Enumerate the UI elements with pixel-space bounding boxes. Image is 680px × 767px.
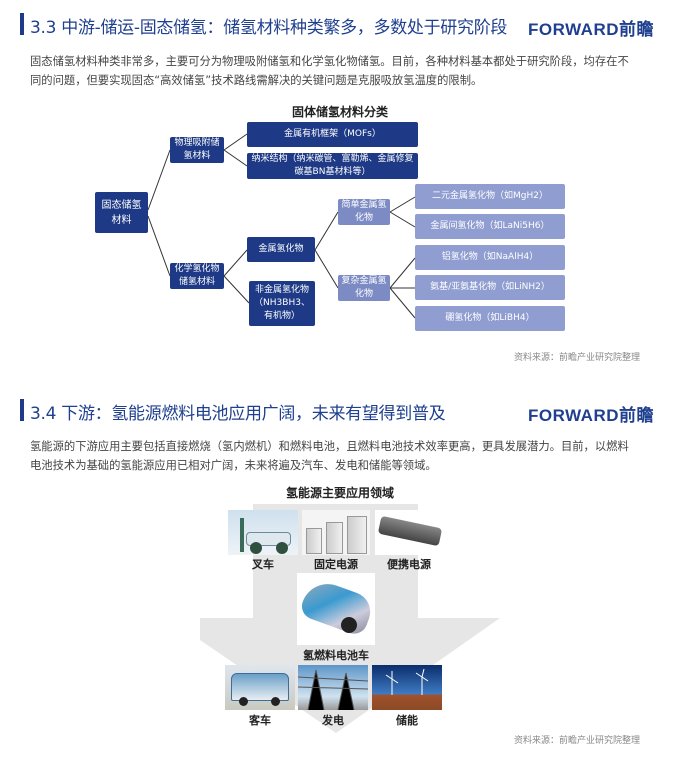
label-fuel-cell-car: 氢燃料电池车 <box>303 649 369 662</box>
tree-connectors <box>147 133 416 319</box>
bus-image <box>225 665 295 710</box>
diagram-title: 固体储氢材料分类 <box>291 105 388 119</box>
node-mofs: 金属有机框架（MOFs） <box>247 122 418 147</box>
paragraph-line: 电池技术为基础的氢能源应用已相对广阔，未来将遍及汽车、发电和储能等领域。 <box>30 459 437 472</box>
source-note: 资料来源：前瞻产业研究院整理 <box>513 353 640 363</box>
node-borohydride: 硼氢化物（如LiBH4） <box>415 306 565 331</box>
node-nonmetal-hydride: 非金属氢化物（NH3BH3、有机物） <box>249 281 315 326</box>
label-portable-power: 便携电源 <box>387 558 431 571</box>
node-nano: 纳米结构（纳米碳管、富勒烯、金属修复碳基BN基材料等） <box>247 153 418 179</box>
node-intermetallic: 金属间氢化物（如LaNi5H6） <box>415 214 565 239</box>
forklift-image <box>228 510 298 555</box>
label-fixed-power: 固定电源 <box>314 558 358 571</box>
section1-paragraph: 固态储氢材料种类非常多，主要可分为物理吸附储氢和化学氢化物储氢。目前，各种材料基… <box>30 52 650 90</box>
paragraph-line: 固态储氢材料种类非常多，主要可分为物理吸附储氢和化学氢化物储氢。目前，各种材料基… <box>30 55 629 68</box>
section2-paragraph: 氢能源的下游应用主要包括直接燃烧（氢内燃机）和燃料电池，且燃料电池技术效率更高，… <box>30 437 650 475</box>
node-metal-hydride: 金属氢化物 <box>247 237 315 262</box>
node-alanate: 铝氢化物（如NaAlH4） <box>415 245 565 270</box>
node-complex-metal: 复杂金属氢化物 <box>338 275 390 301</box>
fixed-power-image <box>302 510 370 555</box>
node-root: 固态储氢材料 <box>95 192 148 233</box>
paragraph-line: 同的问题，但要实现固态“高效储氢”技术路线需解决的关键问题是克服吸放氢温度的限制… <box>30 74 483 87</box>
wind-energy-storage-image <box>372 665 442 710</box>
label-forklift: 叉车 <box>252 558 274 571</box>
diagram-title: 氢能源主要应用领域 <box>285 486 394 500</box>
source-note: 资料来源：前瞻产业研究院整理 <box>513 736 640 746</box>
forward-logo: FORWARD前瞻 <box>528 406 655 425</box>
label-bus: 客车 <box>249 714 271 727</box>
power-generation-image <box>298 665 368 710</box>
section-accent-bar <box>20 13 24 35</box>
fuel-cell-car-image <box>297 573 375 645</box>
portable-power-image <box>375 510 443 555</box>
node-physical: 物理吸附储氢材料 <box>170 137 224 163</box>
label-energy-storage: 储能 <box>396 714 418 727</box>
section1-title: 3.3 中游-储运-固态储氢：储氢材料种类繁多，多数处于研究阶段 <box>30 18 508 38</box>
paragraph-line: 氢能源的下游应用主要包括直接燃烧（氢内燃机）和燃料电池，且燃料电池技术效率更高，… <box>30 440 629 453</box>
node-simple-metal: 简单金属氢化物 <box>338 199 390 225</box>
node-binary: 二元金属氢化物（如MgH2） <box>415 184 565 209</box>
section2-title: 3.4 下游：氢能源燃料电池应用广阔，未来有望得到普及 <box>30 404 446 424</box>
forward-logo: FORWARD前瞻 <box>528 20 655 39</box>
section-accent-bar <box>20 399 24 421</box>
node-amide: 氨基/亚氨基化物（如LiNH2） <box>415 275 565 300</box>
node-chemical: 化学氢化物储氢材料 <box>170 263 224 289</box>
label-power-generation: 发电 <box>322 714 344 727</box>
